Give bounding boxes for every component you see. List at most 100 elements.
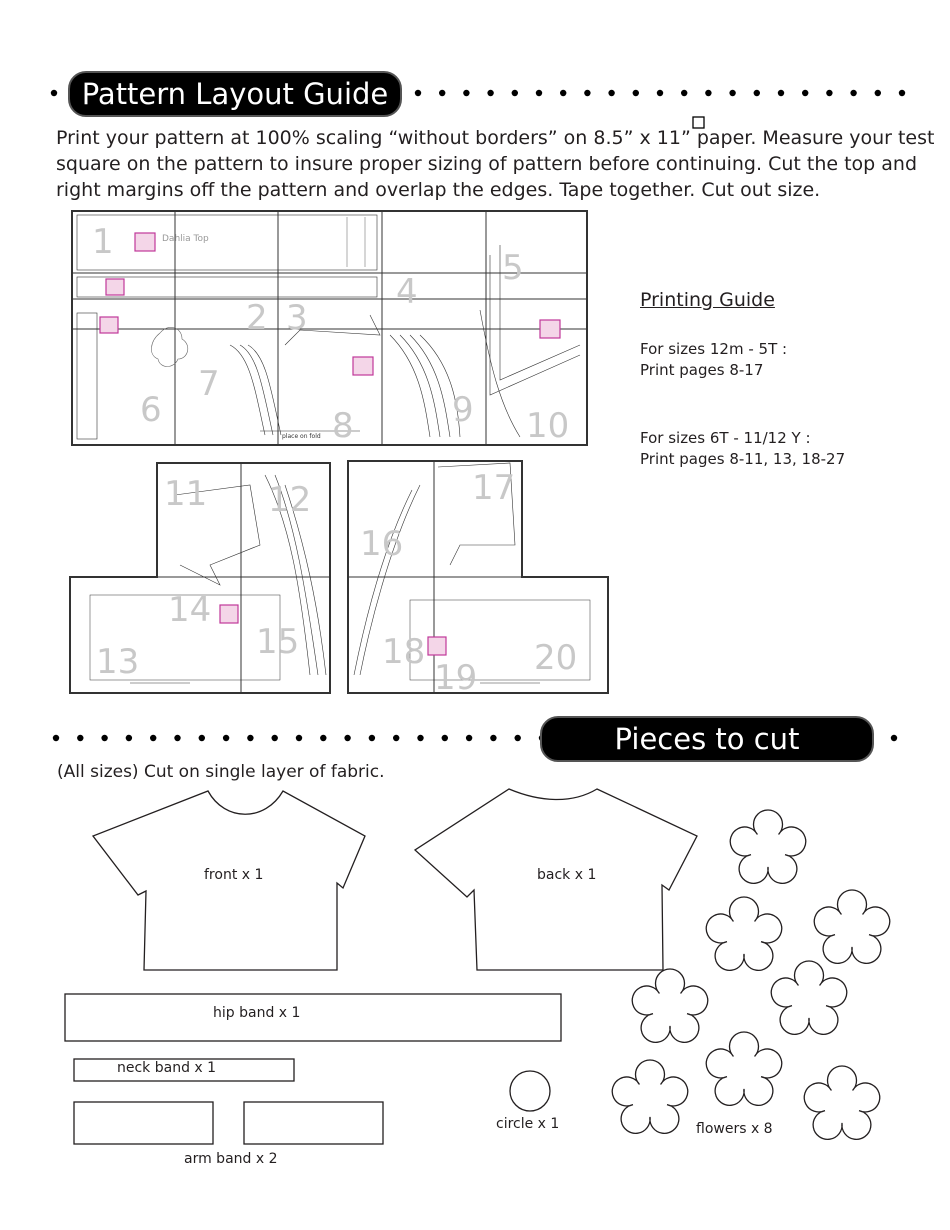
arm-band-shape-2 [243,1101,384,1145]
page-number-5: 5 [502,248,524,288]
flower-shape-6 [705,1031,783,1106]
intro-text: Print your pattern at 100% scaling “with… [56,127,935,201]
section-title-layout-text: Pattern Layout Guide [81,77,389,111]
arm-band-shape-1 [73,1101,214,1145]
printing-guide-group1: For sizes 12m - 5T : Print pages 8-17 [640,340,788,379]
circle-label: circle x 1 [496,1116,560,1132]
decor-dot [439,89,446,97]
decor-dot [295,734,303,742]
decor-dot [320,734,327,742]
page-number-2: 2 [246,298,268,338]
decor-dot [656,89,664,97]
decor-dot [632,89,639,97]
section-title-pieces-text: Pieces to cut [614,722,800,756]
page-number-10: 10 [526,406,569,446]
page-number-15: 15 [256,622,299,662]
decor-dot [560,89,567,97]
decor-dot [705,89,712,97]
decor-dot [198,734,205,742]
section-title-layout: Pattern Layout Guide [68,71,402,117]
decor-dot [414,89,422,97]
back-label: back x 1 [537,867,597,883]
flower-shape-1 [729,809,807,884]
decor-dot [463,89,470,97]
decor-dot [441,734,448,742]
page-number-7: 7 [198,364,220,404]
decor-dot [514,734,521,742]
page-number-1: 1 [92,222,114,262]
fold-label: place on fold [282,433,321,440]
decor-dot [368,734,376,742]
decor-dot [393,734,400,742]
decor-dot [777,89,785,97]
decor-dot [247,734,254,742]
page-number-17: 17 [472,468,515,508]
page-number-13: 13 [96,642,139,682]
pieces-subtitle: (All sizes) Cut on single layer of fabri… [57,762,385,782]
decor-dot [490,734,497,742]
pieces-dots-right [890,734,898,742]
decor-dot [850,89,857,97]
pieces-drawing [64,788,891,1145]
flower-shape-2 [705,896,783,971]
decor-dot [271,734,278,742]
decor-dot [802,89,809,97]
decor-dot [222,734,230,742]
page-number-19: 19 [434,658,477,698]
neck-band-label: neck band x 1 [117,1060,217,1076]
header-dots-left [50,89,58,97]
decor-dot [753,89,760,97]
test-square-icon [692,116,705,129]
printing-guide-title: Printing Guide [640,289,775,311]
header-dots-right [414,89,906,97]
front-label: front x 1 [204,867,264,883]
page-number-14: 14 [168,590,211,630]
page-number-8: 8 [332,406,354,446]
page-number-18: 18 [382,632,425,672]
page-number-4: 4 [396,272,418,312]
flower-shape-5 [631,968,709,1043]
decor-dot [535,89,543,97]
decor-dot [487,89,494,97]
decor-dot [344,734,351,742]
flower-shape-4 [770,960,848,1035]
neck-band-shape [73,1058,295,1082]
flower-shapes [611,809,891,1140]
page-number-11: 11 [164,474,207,514]
decor-dot [52,734,60,742]
decor-dot [729,89,736,97]
decor-dot [826,89,833,97]
decor-dot [511,89,518,97]
section-title-pieces: Pieces to cut [540,716,874,762]
page-number-20: 20 [534,638,577,678]
flower-shape-7 [611,1059,689,1134]
decor-dot [150,734,157,742]
decor-dot [874,89,881,97]
page-number-16: 16 [360,524,403,564]
page-number-3: 3 [286,298,308,338]
hip-band-label: hip band x 1 [213,1005,301,1021]
decor-dot [465,734,473,742]
decor-dot [101,734,108,742]
pattern-logo-marks [99,232,561,656]
circle-shape [509,1070,551,1112]
flower-shape-8 [803,1065,881,1140]
hip-band-shape [64,993,562,1042]
flowers-label: flowers x 8 [696,1121,773,1137]
decor-dot [898,89,906,97]
decor-dot [125,734,133,742]
front-piece-shape [91,790,366,971]
pattern-name-label: Dahlia Top [162,234,209,244]
decor-dot [681,89,688,97]
arm-band-label: arm band x 2 [184,1151,278,1167]
page-number-9: 9 [452,390,474,430]
decor-dot [584,89,591,97]
decor-dot [174,734,181,742]
decor-dot [608,89,615,97]
decor-dot [77,734,84,742]
flower-shape-3 [813,889,891,964]
back-piece-shape [413,788,698,971]
printing-guide-group2: For sizes 6T - 11/12 Y : Print pages 8-1… [640,429,846,468]
